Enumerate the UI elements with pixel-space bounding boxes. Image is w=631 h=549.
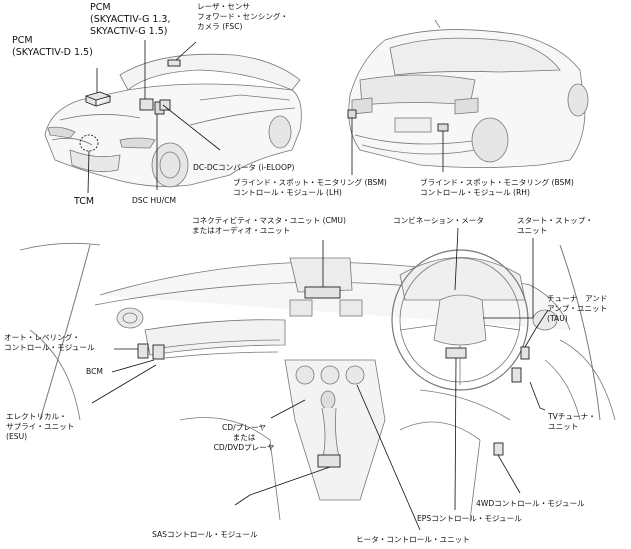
label-tau-line1: チューナ アンド xyxy=(547,294,608,303)
label-cmu: コネクティビティ・マスタ・ユニット (CMU) またはオーディオ・ユニット xyxy=(192,216,346,236)
label-bsm-rh-line2: コントロール・モジュール (RH) xyxy=(420,188,530,197)
label-cd-player: CD/プレーヤ または CD/DVDプレーヤ xyxy=(212,423,276,453)
label-laser-sensor: レーザ・センサ フォワード・センシング・ カメラ (FSC) xyxy=(197,2,288,32)
label-pcm-diesel-line2: (SKYACTIV-D 1.5) xyxy=(12,47,93,58)
label-esu-line1: エレクトリカル・ xyxy=(6,412,67,421)
label-dcdc-converter: DC-DCコンバータ (i-ELOOP) xyxy=(193,163,295,172)
label-laser-line3: カメラ (FSC) xyxy=(197,22,243,31)
dashboard-interior-view xyxy=(19,242,616,521)
label-pcm-gasoline-line2: (SKYACTIV-G 1.3, xyxy=(90,14,171,25)
pcm-diesel-module xyxy=(84,91,112,107)
label-tv-line1: TVチューナ・ xyxy=(548,412,596,421)
label-cd-line1: CD/プレーヤ xyxy=(221,423,267,432)
label-leveling-line1: オート・レベリング・ xyxy=(4,333,80,342)
eps-module xyxy=(445,347,467,359)
label-bsm-lh-line1: ブラインド・スポット・モニタリング (BSM) xyxy=(233,178,387,187)
cmu-unit xyxy=(304,286,341,299)
label-cd-line2: または xyxy=(232,433,256,442)
label-auto-leveling: オート・レベリング・ コントロール・モジュール xyxy=(4,333,95,353)
label-start-stop-line2: ユニット xyxy=(517,226,548,235)
sas-module xyxy=(317,454,341,468)
bsm-lh-module xyxy=(347,109,357,119)
label-pcm-diesel: PCM (SKYACTIV-D 1.5) xyxy=(12,35,93,59)
label-cmu-line1: コネクティビティ・マスタ・ユニット (CMU) xyxy=(192,216,346,225)
label-bsm-rh-line1: ブラインド・スポット・モニタリング (BSM) xyxy=(420,178,574,187)
dcdc-module xyxy=(159,99,171,111)
label-dsc: DSC HU/CM xyxy=(132,196,177,205)
label-start-stop-line1: スタート・ストップ・ xyxy=(517,216,593,225)
bcm-module xyxy=(152,344,165,360)
car-front-view xyxy=(44,53,302,188)
label-combination-meter: コンビネーション・メータ xyxy=(393,216,484,225)
label-laser-line1: レーザ・センサ xyxy=(197,2,251,11)
label-tv-line2: ユニット xyxy=(548,422,579,431)
label-heater-unit: ヒータ・コントロール・ユニット xyxy=(356,535,470,544)
laser-sensor xyxy=(167,59,181,67)
4wd-module xyxy=(493,442,504,456)
label-pcm-diesel-line1: PCM xyxy=(12,35,33,46)
tau-unit xyxy=(520,346,530,360)
label-sas-module: SASコントロール・モジュール xyxy=(152,530,258,539)
label-pcm-gasoline-line1: PCM xyxy=(90,2,111,13)
tcm-location xyxy=(79,134,99,152)
bsm-rh-module xyxy=(437,123,449,132)
label-start-stop-unit: スタート・ストップ・ ユニット xyxy=(517,216,593,236)
pcm-gasoline-module xyxy=(139,98,154,111)
tv-tuner-unit xyxy=(511,367,522,383)
label-tau-line3: (TAU) xyxy=(547,314,568,323)
label-bsm-rh: ブラインド・スポット・モニタリング (BSM) コントロール・モジュール (RH… xyxy=(420,178,574,198)
label-esu-line3: (ESU) xyxy=(6,432,28,441)
car-rear-view xyxy=(348,19,589,168)
label-tau-line2: アンプ・ユニット xyxy=(547,304,608,313)
label-tau: チューナ アンド アンプ・ユニット (TAU) xyxy=(547,294,607,324)
label-pcm-gasoline: PCM (SKYACTIV-G 1.3, SKYACTIV-G 1.5) xyxy=(90,2,171,38)
label-esu: エレクトリカル・ サプライ・ユニット (ESU) xyxy=(6,412,74,442)
label-bsm-lh: ブラインド・スポット・モニタリング (BSM) コントロール・モジュール (LH… xyxy=(233,178,387,198)
label-leveling-line2: コントロール・モジュール xyxy=(4,343,95,352)
label-tv-tuner: TVチューナ・ ユニット xyxy=(548,412,596,432)
label-bcm: BCM xyxy=(86,367,103,376)
label-tcm: TCM xyxy=(74,196,95,207)
label-cmu-line2: またはオーディオ・ユニット xyxy=(192,226,291,235)
label-4wd-module: 4WDコントロール・モジュール xyxy=(476,499,585,508)
leveling-module xyxy=(137,343,149,359)
label-pcm-gasoline-line3: SKYACTIV-G 1.5) xyxy=(90,26,168,37)
label-cd-line3: CD/DVDプレーヤ xyxy=(213,443,275,452)
label-bsm-lh-line2: コントロール・モジュール (LH) xyxy=(233,188,342,197)
label-laser-line2: フォワード・センシング・ xyxy=(197,12,289,21)
label-eps-module: EPSコントロール・モジュール xyxy=(417,514,522,523)
label-esu-line2: サプライ・ユニット xyxy=(6,422,75,431)
